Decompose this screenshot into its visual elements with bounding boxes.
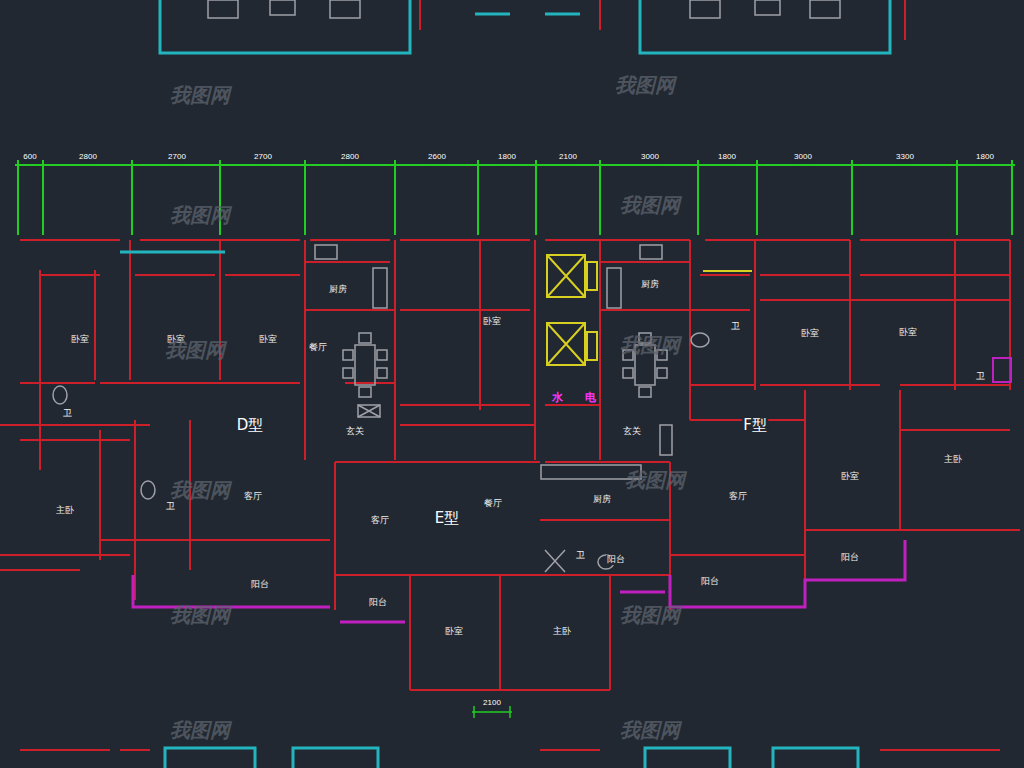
room-label: 阳台	[250, 580, 270, 590]
room-label: 主卧	[55, 506, 75, 516]
room-label: 主卧	[552, 627, 572, 637]
watermark: 我图网	[619, 334, 681, 356]
balcony-rail	[133, 358, 1011, 622]
dimension-text: 1800	[497, 153, 517, 162]
room-label: 阳台	[700, 577, 720, 587]
watermark: 我图网	[619, 194, 681, 216]
dimension-text: 2100	[482, 699, 502, 708]
dimension-text: 3000	[640, 153, 660, 162]
watermark: 我图网	[169, 204, 231, 226]
dimension-text: 600	[22, 153, 37, 162]
watermark: 我图网	[619, 719, 681, 741]
room-label: 厨房	[640, 280, 660, 290]
watermark: 我图网	[619, 604, 681, 626]
room-label: 卧室	[70, 335, 90, 345]
walls	[0, 0, 1020, 750]
watermark: 我图网	[169, 604, 231, 626]
room-label: 卫	[975, 372, 986, 382]
room-label: 卧室	[258, 335, 278, 345]
dimension-text: 2800	[78, 153, 98, 162]
watermark: 我图网	[614, 74, 676, 96]
room-label: 卫	[730, 322, 741, 332]
watermark: 我图网	[169, 84, 231, 106]
watermark: 我图网	[169, 479, 231, 501]
unit-type-label: E型	[434, 510, 460, 527]
watermark: 我图网	[169, 719, 231, 741]
dimension-text: 2800	[340, 153, 360, 162]
dimension-text: 1800	[975, 153, 995, 162]
unit-type-label: F型	[742, 417, 768, 434]
dimension-text: 1800	[717, 153, 737, 162]
room-label: 卫	[575, 551, 586, 561]
room-label: 卫	[165, 502, 176, 512]
room-label: 餐厅	[483, 499, 503, 509]
room-label: 卧室	[800, 329, 820, 339]
dimension-text: 2700	[253, 153, 273, 162]
watermark: 我图网	[624, 469, 686, 491]
window	[120, 0, 890, 768]
unit-type-label: D型	[236, 417, 265, 434]
room-label: 客厅	[243, 492, 263, 502]
room-label: 客厅	[728, 492, 748, 502]
room-label: 卧室	[840, 472, 860, 482]
room-label: 厨房	[592, 495, 612, 505]
room-label: 玄关	[622, 427, 642, 437]
dimension-text: 2100	[558, 153, 578, 162]
room-label: 阳台	[840, 553, 860, 563]
dimension-text: 2600	[427, 153, 447, 162]
dimension-line	[15, 160, 1015, 718]
room-label: 餐厅	[308, 343, 328, 353]
room-label: 客厅	[370, 516, 390, 526]
room-label: 阳台	[368, 598, 388, 608]
room-label: 卫	[62, 409, 73, 419]
utility-label: 水	[551, 392, 564, 404]
utility-label: 电	[584, 392, 597, 404]
elevator	[547, 255, 752, 365]
room-label: 玄关	[345, 427, 365, 437]
dimension-text: 2700	[167, 153, 187, 162]
room-label: 主卧	[943, 455, 963, 465]
furniture	[53, 0, 840, 572]
watermark: 我图网	[164, 339, 226, 361]
room-label: 厨房	[328, 285, 348, 295]
room-label: 阳台	[606, 555, 626, 565]
room-label: 卧室	[444, 627, 464, 637]
room-label: 卧室	[482, 317, 502, 327]
dimension-text: 3300	[895, 153, 915, 162]
dimension-text: 3000	[793, 153, 813, 162]
room-label: 卧室	[898, 328, 918, 338]
